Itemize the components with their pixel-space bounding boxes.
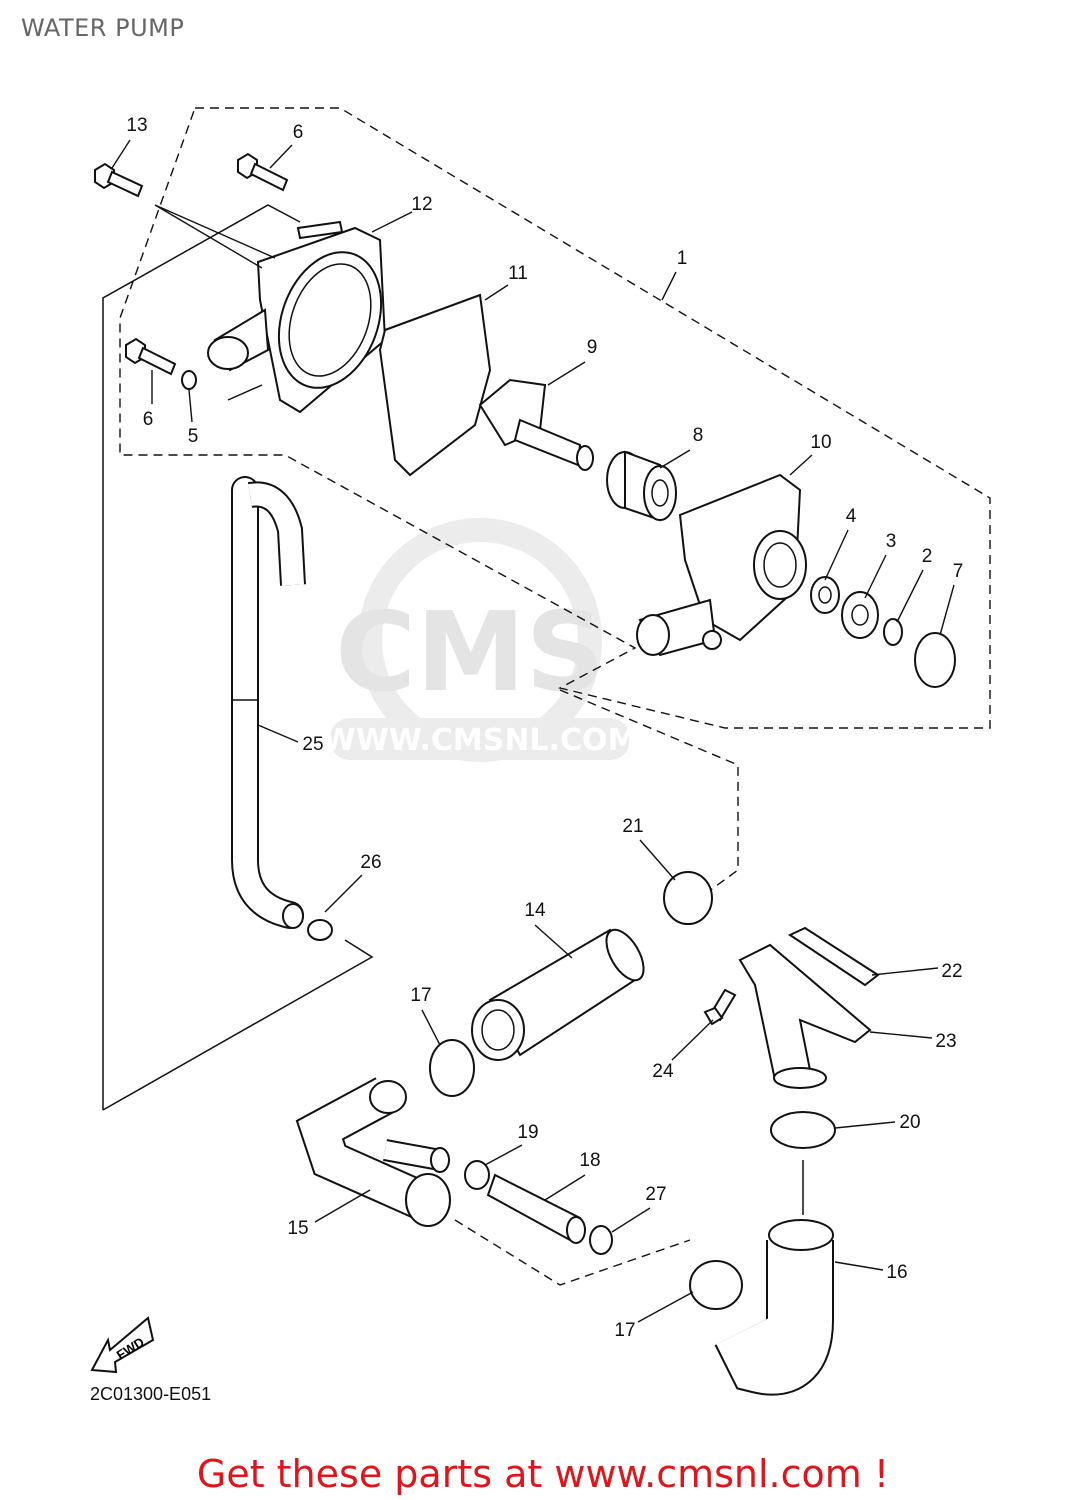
clamp-27: [589, 1225, 613, 1255]
callout-20: 20: [899, 1112, 920, 1133]
clamp-21: [663, 871, 713, 925]
watermark-url: WWW.CMSNL.COM: [323, 723, 638, 758]
callout-12: 12: [411, 194, 432, 215]
assembly-boundary: [119, 107, 991, 729]
clamp-19: [464, 1160, 490, 1190]
callout-labels: 13 6 12 1 11 9 6 5 8 10 4 3 2 7 25 21 26…: [126, 115, 963, 1341]
page-title: WATER PUMP: [21, 14, 185, 42]
leader-lines: [111, 139, 955, 1323]
callout-19: 19: [517, 1122, 538, 1143]
clamp-26: [307, 919, 333, 941]
pipe-15: [295, 1077, 451, 1227]
bolt-13: [94, 162, 144, 198]
mechanical-seal-8: [606, 450, 677, 522]
watermark: CMS WWW.CMSNL.COM: [323, 518, 638, 762]
outlet-23: [738, 943, 872, 1089]
bolt-6-top: [237, 152, 289, 192]
callout-6: 6: [293, 122, 304, 143]
gasket-11: [378, 293, 492, 477]
callout-3: 3: [886, 531, 897, 552]
callout-25: 25: [302, 734, 323, 755]
diagram-code: 2C01300-E051: [90, 1384, 212, 1404]
callout-14: 14: [524, 900, 546, 921]
watermark-brand: CMS: [335, 588, 604, 716]
clamp-17-lower: [689, 1260, 743, 1310]
callout-22: 22: [941, 961, 962, 982]
bearing-3: [841, 591, 879, 639]
callout-4: 4: [846, 506, 857, 527]
hose-route-line: [559, 689, 739, 906]
callout-5: 5: [188, 426, 199, 447]
impeller-9: [478, 378, 594, 471]
callout-11: 11: [508, 263, 528, 284]
callout-18: 18: [579, 1150, 600, 1171]
o-ring-7: [914, 632, 956, 688]
o-ring-5: [181, 370, 197, 390]
screw-24: [703, 988, 737, 1026]
footer-link[interactable]: Get these parts at www.cmsnl.com !: [196, 1452, 890, 1496]
callout-2: 2: [922, 546, 933, 567]
clamp-17-upper: [429, 1039, 475, 1097]
callout-24: 24: [652, 1061, 674, 1082]
callout-8: 8: [693, 425, 704, 446]
callout-26: 26: [360, 852, 381, 873]
callout-1: 1: [677, 248, 688, 269]
callout-9: 9: [587, 337, 598, 358]
pump-cover-12: [207, 220, 387, 414]
callout-27: 27: [645, 1184, 666, 1205]
clamp-20: [770, 1111, 836, 1149]
hose-14: [471, 928, 645, 1061]
callout-23: 23: [935, 1031, 956, 1052]
pump-housing-10: [636, 473, 807, 657]
callout-17: 17: [614, 1320, 635, 1341]
callout-16: 16: [886, 1262, 907, 1283]
footer-banner: Get these parts at www.cmsnl.com !: [0, 1452, 1086, 1496]
bearing-4: [810, 576, 840, 614]
pipe-16: [714, 1219, 834, 1396]
callout-10: 10: [810, 432, 831, 453]
bolt-6-left: [125, 337, 177, 376]
callout-6: 6: [143, 409, 154, 430]
callout-7: 7: [953, 561, 964, 582]
hose-18: [486, 1173, 586, 1244]
callout-21: 21: [622, 816, 643, 837]
callout-17: 17: [410, 985, 431, 1006]
callout-15: 15: [287, 1218, 308, 1239]
circlip-2: [883, 618, 903, 646]
fwd-arrow-icon: FWD: [90, 1316, 155, 1374]
callout-13: 13: [126, 115, 147, 136]
